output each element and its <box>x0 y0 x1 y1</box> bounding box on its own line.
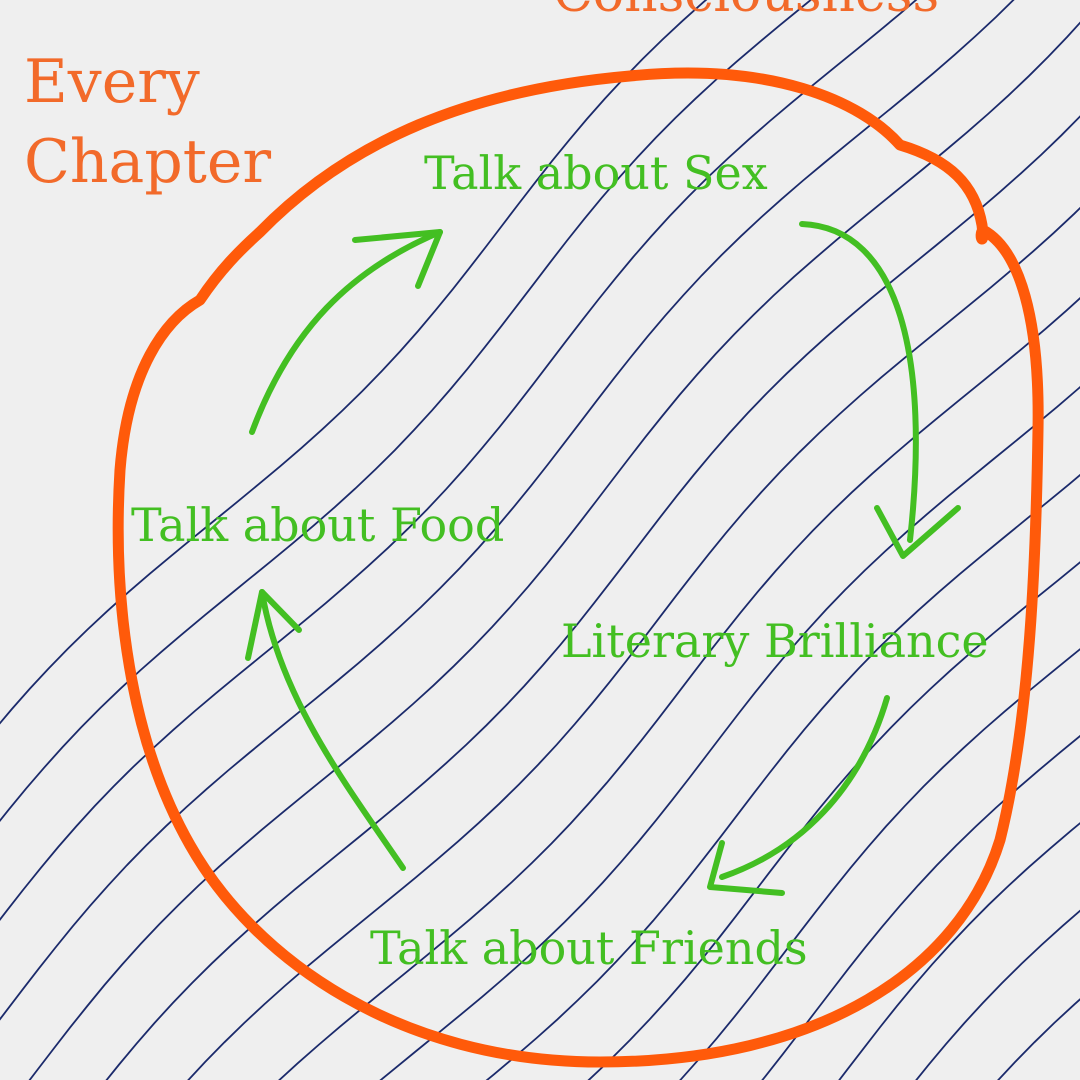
arrow-sex-to-brilliance <box>799 221 961 559</box>
chapter-circle-outline <box>112 67 1044 1068</box>
stream-line <box>187 206 1080 1080</box>
stream-line <box>0 0 918 921</box>
stream-line <box>0 0 708 725</box>
arrow-food-to-sex <box>249 229 443 435</box>
consciousness-title: Consciousness <box>553 0 939 20</box>
arrow-friends-to-food <box>245 589 406 871</box>
stream-line <box>105 115 1080 1080</box>
stream-line <box>838 822 1080 1080</box>
chapter-title: Chapter <box>24 127 272 197</box>
stream-line <box>0 0 813 823</box>
step-talk-about-sex: Talk about Sex <box>424 146 768 200</box>
every-title: Every <box>24 47 200 117</box>
step-talk-about-friends: Talk about Friends <box>370 921 808 975</box>
stream-line <box>278 297 1080 1080</box>
stream-line <box>379 385 1080 1080</box>
stream-line <box>587 561 1080 1080</box>
arrow-brilliance-to-friends <box>707 695 890 896</box>
stream-line <box>485 473 1080 1080</box>
stream-line <box>679 648 1080 1080</box>
step-literary-brilliance: Literary Brilliance <box>561 614 989 668</box>
step-talk-about-food: Talk about Food <box>131 498 505 552</box>
stream-line <box>28 21 1080 1080</box>
stream-line <box>761 734 1080 1080</box>
